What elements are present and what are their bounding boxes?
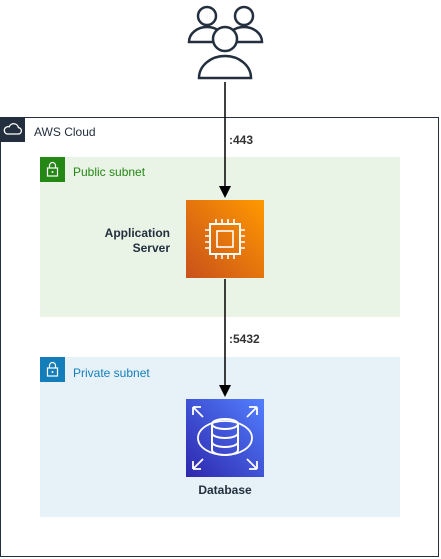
edge-label-443: :443 bbox=[229, 133, 254, 147]
app-server-label-line2: Server bbox=[132, 241, 170, 255]
database-label: Database bbox=[198, 483, 252, 497]
private-subnet-label: Private subnet bbox=[73, 366, 150, 380]
rds-database-icon bbox=[186, 399, 264, 477]
users-icon bbox=[187, 5, 264, 80]
public-subnet-badge bbox=[40, 157, 65, 182]
aws-cloud-group bbox=[0, 117, 439, 557]
public-subnet-label: Public subnet bbox=[73, 165, 146, 179]
private-subnet-badge bbox=[40, 357, 65, 382]
aws-cloud-label: AWS Cloud bbox=[34, 125, 96, 139]
lock-icon bbox=[46, 361, 59, 377]
aws-cloud-badge bbox=[0, 117, 25, 142]
lock-icon bbox=[46, 161, 59, 177]
cloud-icon bbox=[3, 123, 23, 135]
edge-label-5432: :5432 bbox=[229, 332, 260, 346]
app-server-label: Application Server bbox=[94, 226, 170, 256]
app-server-label-line1: Application bbox=[104, 226, 170, 240]
ec2-instance-icon bbox=[186, 200, 264, 278]
